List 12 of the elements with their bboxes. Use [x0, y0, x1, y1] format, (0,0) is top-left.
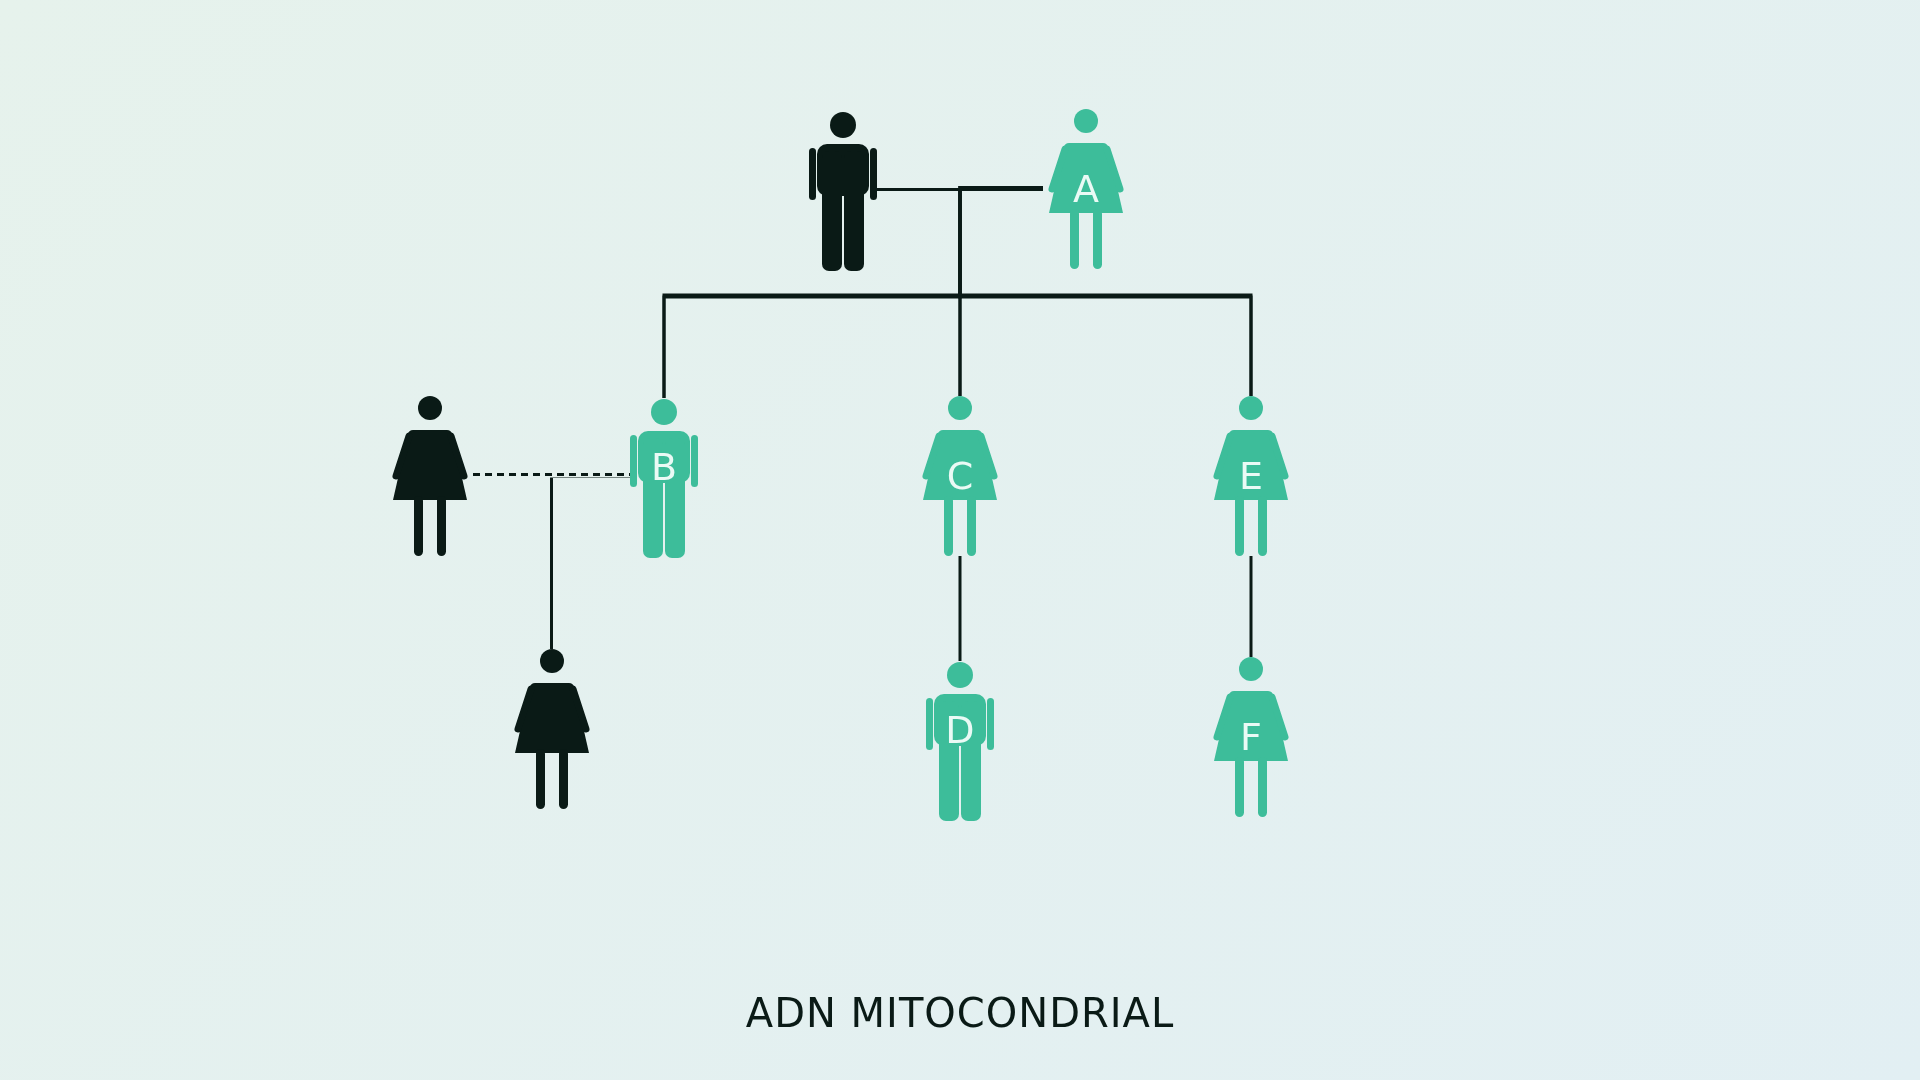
caption: ADN MITOCONDRIAL — [745, 990, 1175, 1036]
connector-line — [958, 185, 1253, 396]
connector-line — [550, 474, 630, 649]
connector-line — [958, 556, 962, 661]
figure-letter: F — [1240, 718, 1262, 756]
connector-line — [473, 472, 630, 476]
figure-letter: C — [946, 457, 974, 495]
figure-letter: D — [945, 710, 975, 749]
connector-line — [1249, 556, 1253, 657]
figure-letter: E — [1239, 457, 1263, 495]
figure-letter: B — [650, 447, 678, 486]
figure-letter: A — [1073, 170, 1099, 208]
